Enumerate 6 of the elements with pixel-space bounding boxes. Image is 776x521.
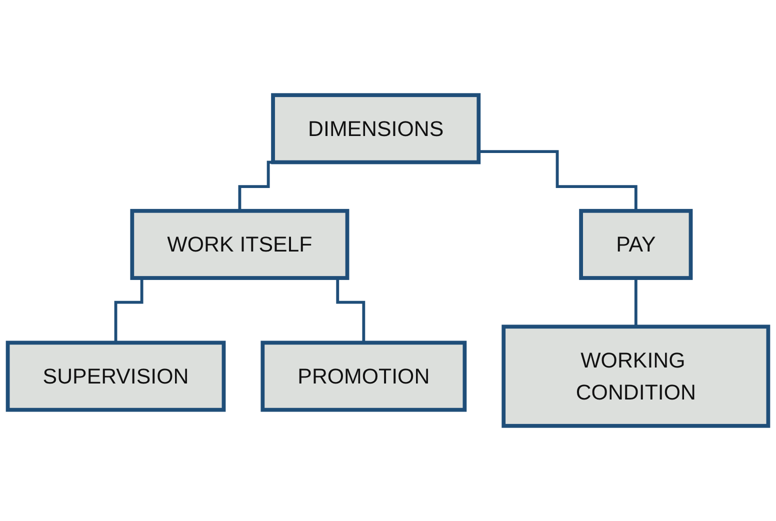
node-box: SUPERVISION <box>6 340 226 412</box>
node-box: PROMOTION <box>260 340 467 412</box>
node-box: WORK ITSELF <box>130 208 350 280</box>
node-box: PAY <box>579 208 693 280</box>
node-box: WORKING CONDITION <box>502 324 770 428</box>
node-box: DIMENSIONS <box>271 93 481 164</box>
